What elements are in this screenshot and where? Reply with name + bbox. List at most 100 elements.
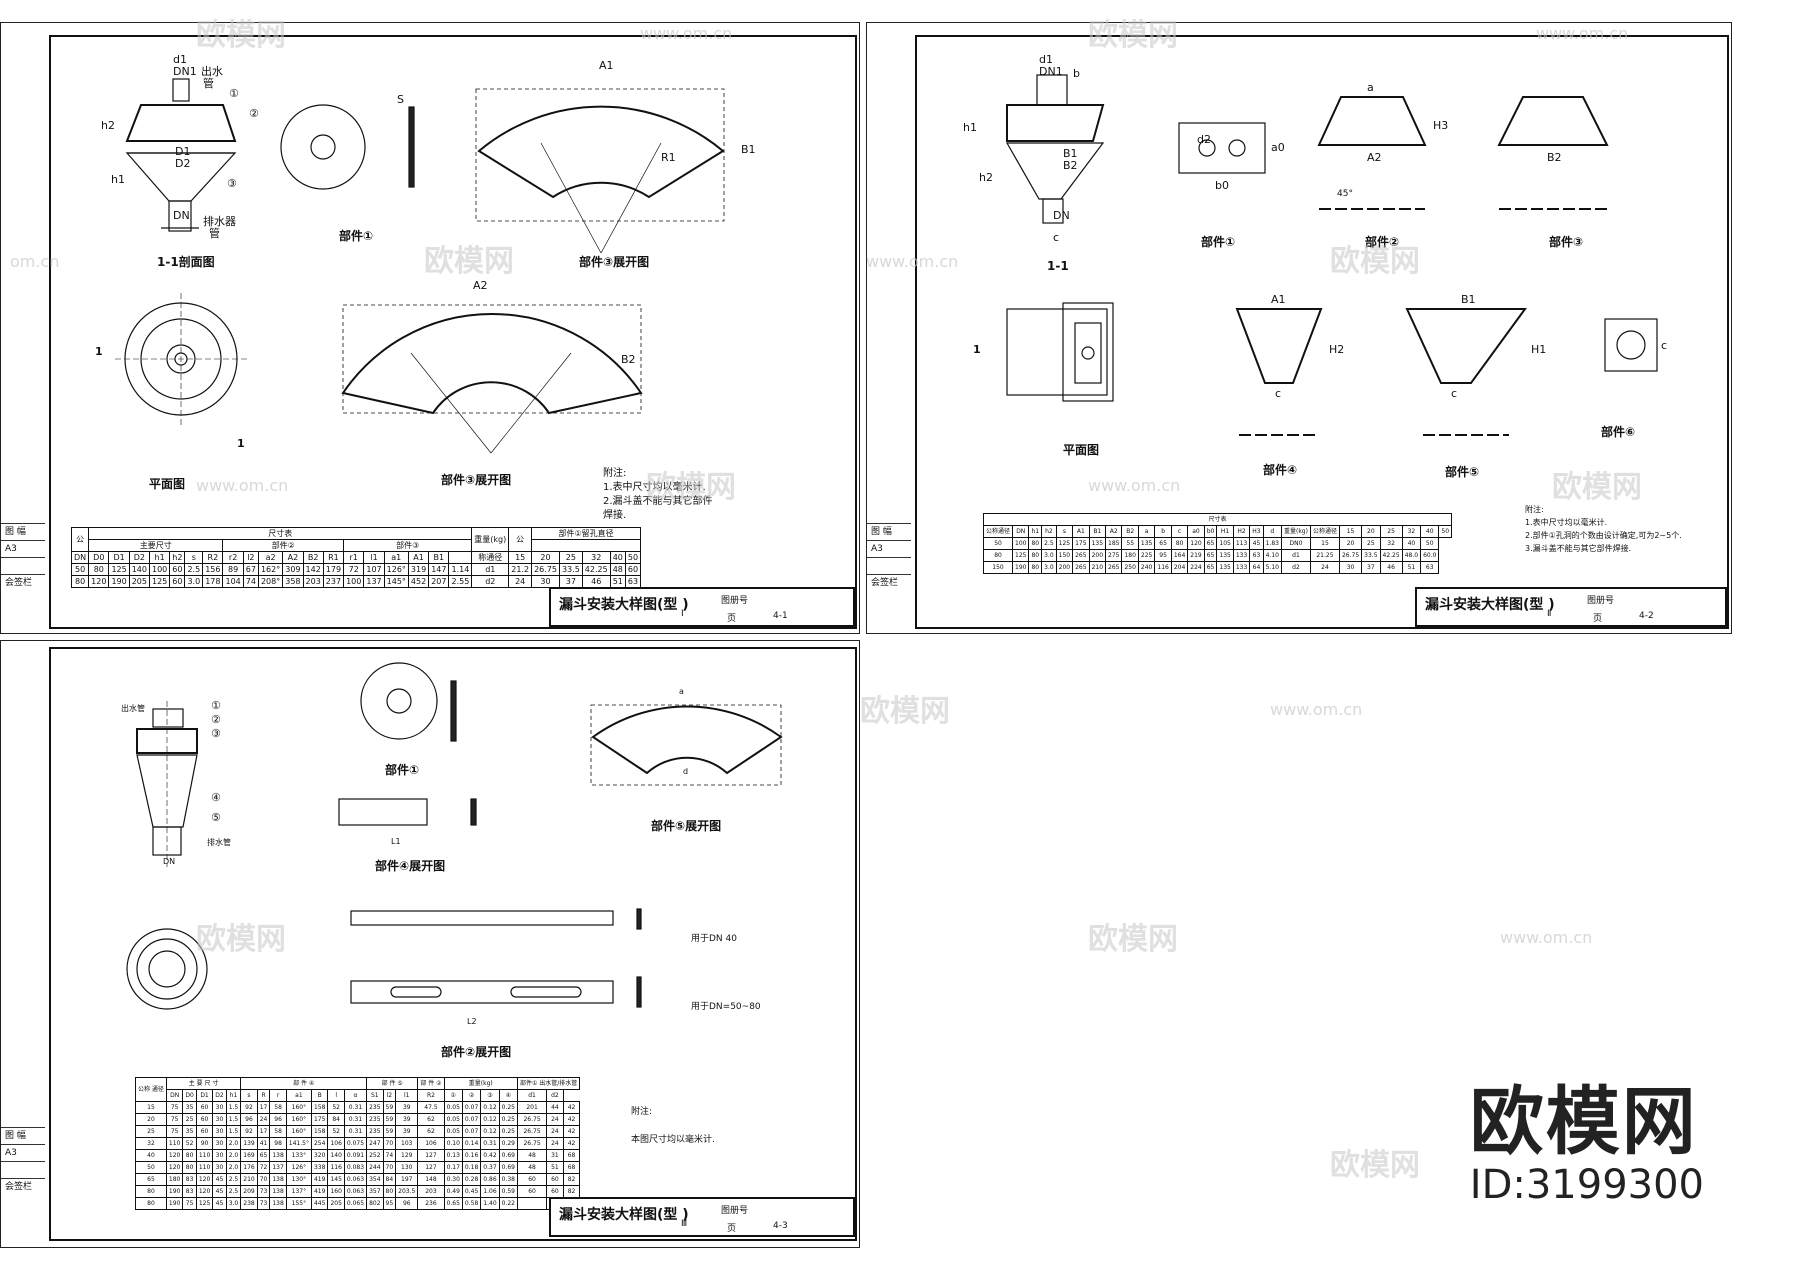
table-cell: 30 <box>212 1101 227 1114</box>
label-d1: d1 <box>173 53 187 66</box>
table-cell: 73 <box>256 1185 271 1198</box>
table-cell: d2 <box>471 575 510 588</box>
table-cell: 2.5 <box>225 1185 242 1198</box>
table-cell: 0.05 <box>443 1113 463 1126</box>
caption-part6: 部件⑥ <box>1601 425 1636 439</box>
dimension-table: 公称 通径 主 要 尺 寸 部 件 ④ 部 件 ⑤ 部 件 ② 重量(kg) 部… <box>135 1077 581 1210</box>
table-cell: 224 <box>1187 561 1205 574</box>
atlas-no-label: 图册号 <box>1587 596 1615 606</box>
table-cell: 65 <box>135 1173 167 1186</box>
table-cell: 125 <box>108 563 130 576</box>
table-cell: 32 <box>1401 525 1422 538</box>
table-cell: 48.0 <box>1401 549 1422 562</box>
table-cell: B2 <box>1121 525 1139 538</box>
table-cell: h2 <box>1041 525 1057 538</box>
table-cell: 63 <box>1420 561 1440 574</box>
table-cell: 0.30 <box>443 1173 463 1186</box>
table-cell: 75 <box>165 1113 184 1126</box>
watermark-url: www.om.cn <box>1500 928 1593 947</box>
table-cell: 82 <box>562 1173 581 1186</box>
table-cell: 125 <box>195 1197 214 1210</box>
table-cell: 3.0 <box>1041 561 1057 574</box>
table-cell: 0.31 <box>343 1125 368 1138</box>
table-cell: 104 <box>222 575 244 588</box>
table-cell: S1 <box>366 1089 384 1102</box>
table-cell: 26.75 <box>516 1125 548 1138</box>
caption-part4: 部件④ <box>1263 463 1298 477</box>
table-cell: 31 <box>546 1149 564 1162</box>
table-cell: R2 <box>417 1089 445 1102</box>
table-cell: b <box>1154 525 1172 538</box>
table-cell: 96 <box>269 1113 287 1126</box>
table-cell: 70 <box>382 1161 397 1174</box>
table-cell: s <box>240 1089 258 1102</box>
table-cell: 0.18 <box>461 1161 482 1174</box>
table-cell: 0.063 <box>343 1185 368 1198</box>
th-part4: 部 件 ④ <box>240 1077 368 1090</box>
th-pipes: 部件① 出水管/排水管 <box>516 1077 581 1090</box>
table-cell: 0.05 <box>443 1125 463 1138</box>
table-cell: 公称通径 <box>1309 525 1340 538</box>
table-cell: 100 <box>1012 537 1030 550</box>
th-col: a1 <box>383 551 409 564</box>
table-cell: 158 <box>310 1125 329 1138</box>
label-b: b <box>1073 67 1080 80</box>
label-outlet: 出水 <box>201 65 223 78</box>
table-cell: 51 <box>609 575 626 588</box>
side-strip-cell <box>867 557 911 574</box>
table-cell: h1 <box>1028 525 1043 538</box>
table-cell: 150 <box>982 561 1014 574</box>
watermark-logo-text: 欧模网 <box>424 244 514 279</box>
label-deg: 45° <box>1337 189 1353 199</box>
table-cell: 160° <box>285 1125 312 1138</box>
watermark-logo-text: 欧模网 <box>1330 244 1420 279</box>
th-part5: 部 件 ⑤ <box>366 1077 419 1090</box>
table-cell: 238 <box>240 1197 258 1210</box>
table-cell: 133 <box>1232 561 1251 574</box>
label-h1: h1 <box>111 173 125 186</box>
table-cell: 179 <box>322 563 345 576</box>
th-col: B2 <box>302 551 324 564</box>
table-cell: 45 <box>212 1185 227 1198</box>
th-col: A1 <box>407 551 430 564</box>
table-cell: 24 <box>546 1113 564 1126</box>
table-cell: 75 <box>165 1101 184 1114</box>
table-cell: 73 <box>256 1197 271 1210</box>
th-col: A2 <box>282 551 304 564</box>
table-cell: 15 <box>1309 537 1340 550</box>
table-cell: 125 <box>1012 549 1030 562</box>
table-cell: s <box>1055 525 1074 538</box>
table-cell: 209 <box>240 1185 258 1198</box>
table-cell: 60 <box>546 1173 564 1186</box>
table-cell: 83 <box>182 1185 197 1198</box>
label-L2: L2 <box>467 1017 477 1026</box>
table-cell: 30 <box>212 1149 227 1162</box>
th-hole: 25 <box>558 551 583 564</box>
table-cell: 25 <box>135 1125 167 1138</box>
table-cell: 0.37 <box>480 1161 500 1174</box>
table-cell: 80 <box>70 575 90 588</box>
table-cell: 107 <box>363 563 385 576</box>
table-cell: α <box>343 1089 368 1102</box>
table-cell: 25 <box>1379 525 1403 538</box>
table-cell: 0.07 <box>461 1125 482 1138</box>
table-cell: 125 <box>1055 537 1074 550</box>
label-dn: DN <box>1053 209 1070 222</box>
table-cell: 40 <box>1420 525 1440 538</box>
label-dn: DN <box>163 857 176 866</box>
table-cell: B <box>310 1089 329 1102</box>
table-cell: 50 <box>1420 537 1440 550</box>
table-cell: 92 <box>240 1101 258 1114</box>
label-callout-5: ⑤ <box>211 811 221 824</box>
caption-part2: 部件② <box>1365 235 1400 249</box>
table-cell: 203.5 <box>395 1185 419 1198</box>
label-R1: R1 <box>661 151 676 164</box>
th-part2: 部 件 ② <box>417 1077 445 1090</box>
label-c2: c <box>1275 387 1282 400</box>
label-s: S <box>397 93 404 106</box>
table-cell: 50 <box>135 1161 167 1174</box>
table-cell: 2.5 <box>184 563 204 576</box>
